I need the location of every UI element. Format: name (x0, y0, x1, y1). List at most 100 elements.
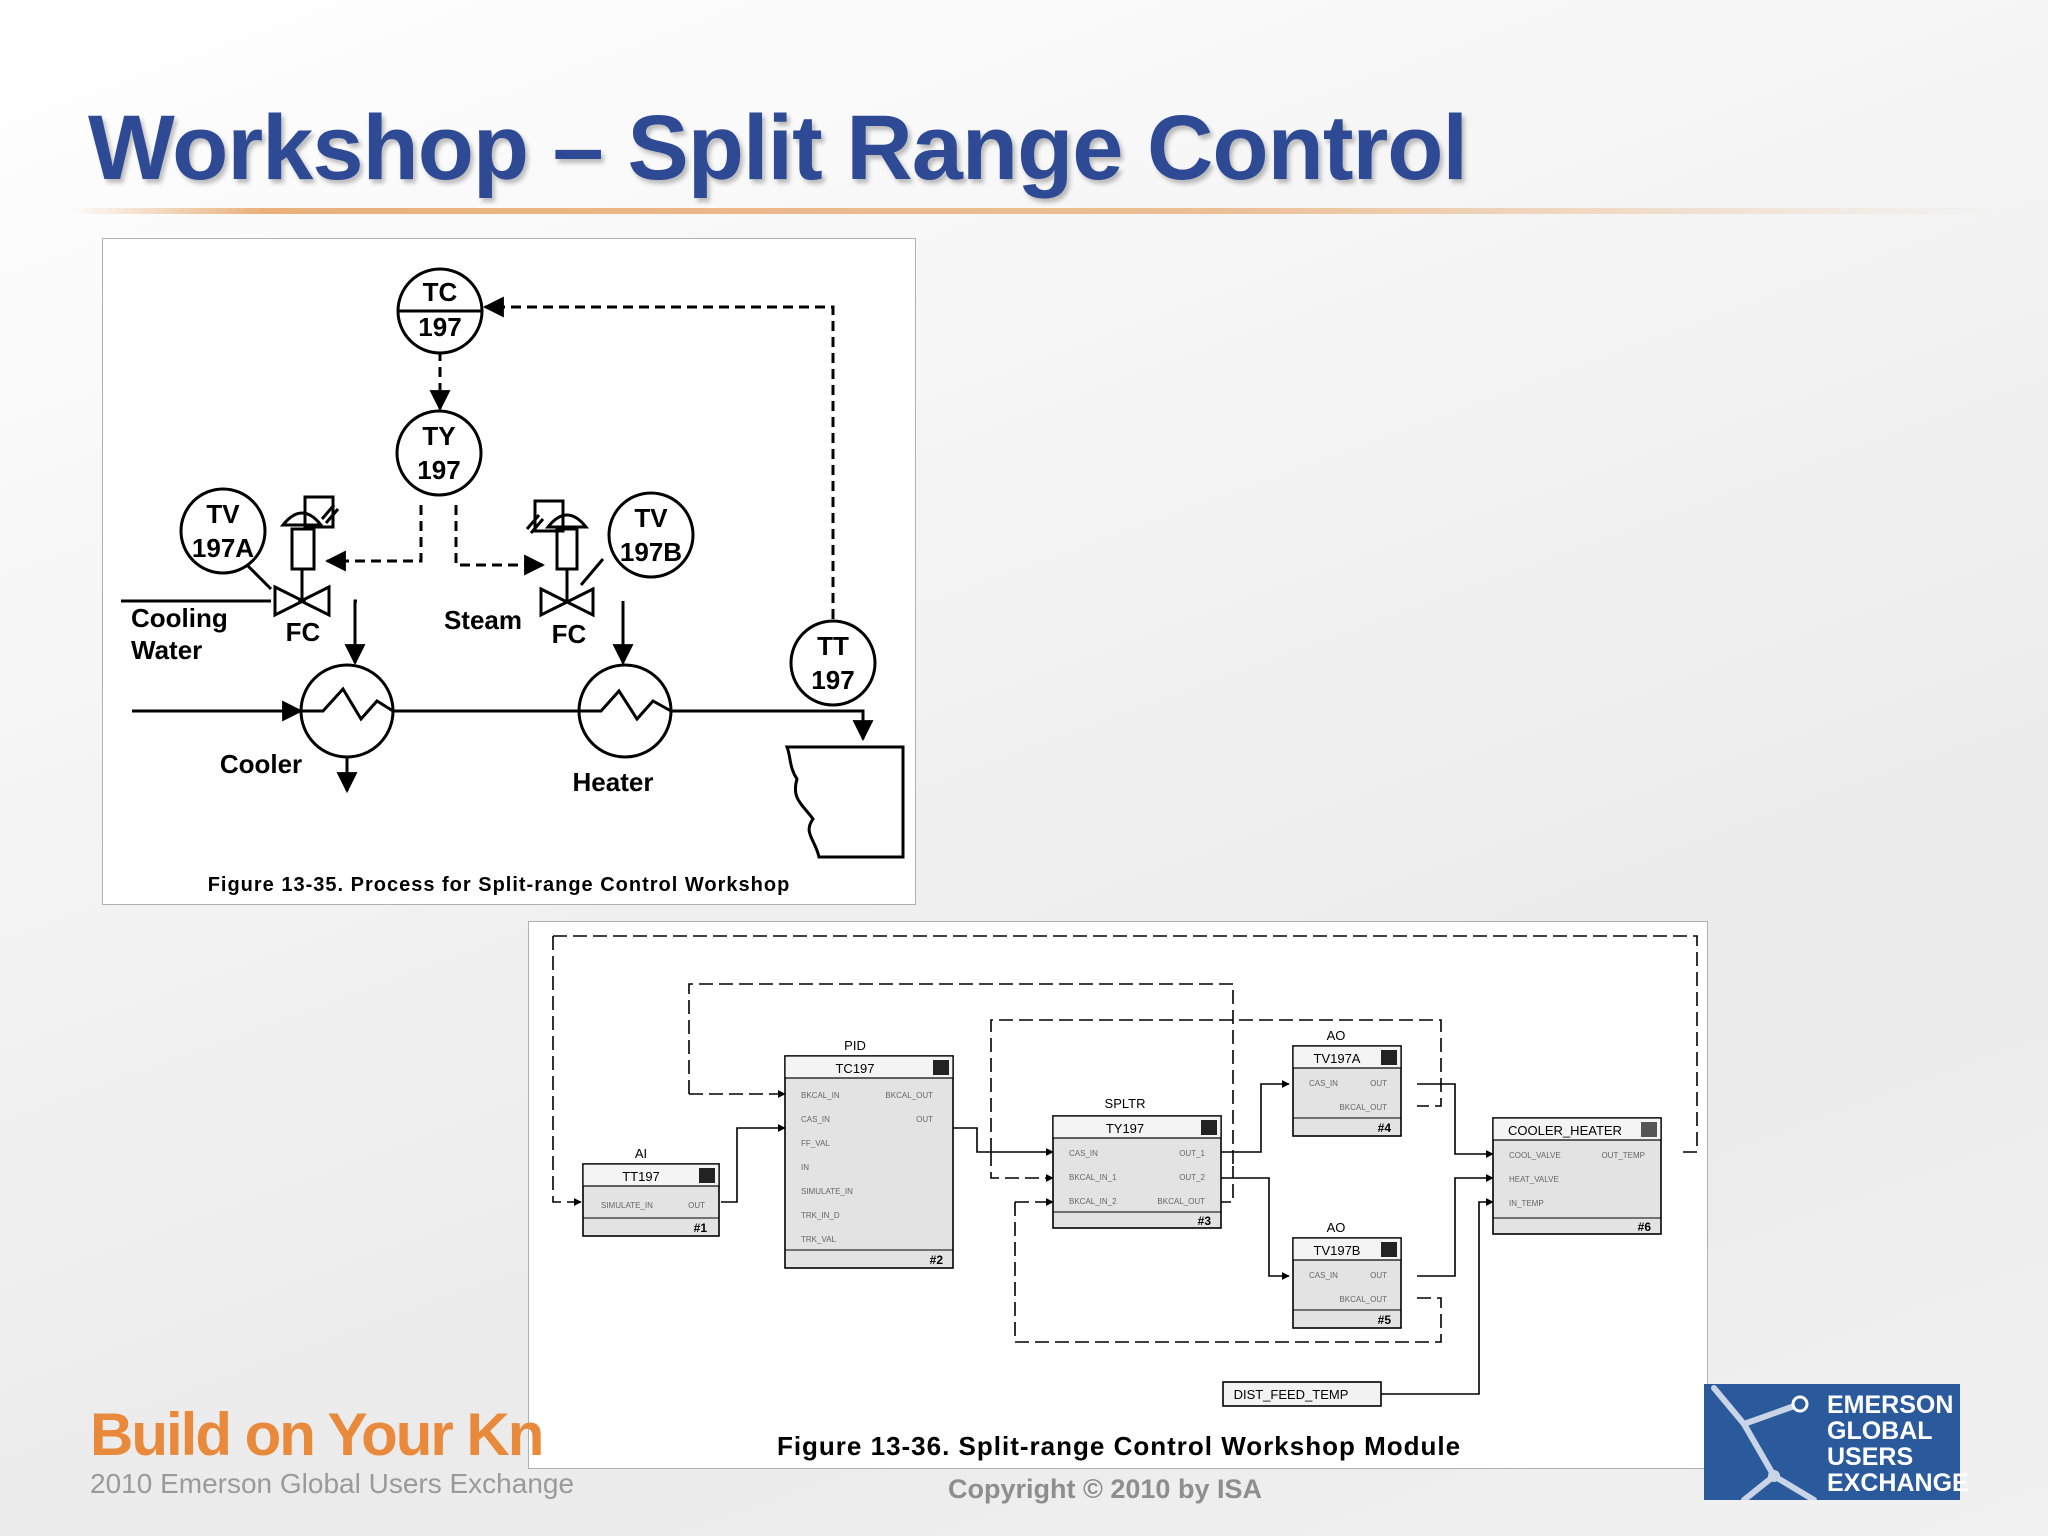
spltr-in-bkcal2: BKCAL_IN_2 (1069, 1197, 1117, 1206)
tt-tag: TT (817, 631, 849, 661)
ao-a-out-bkcal: BKCAL_OUT (1339, 1103, 1387, 1112)
valve-b-body-left (539, 586, 571, 618)
ai-number: #1 (694, 1221, 708, 1235)
ao-a-block[interactable]: AO TV197A CAS_IN OUT BKCAL_OUT #4 (1292, 1028, 1402, 1137)
ch-in-heat: HEAT_VALVE (1509, 1175, 1559, 1184)
ch-out-temp: OUT_TEMP (1601, 1151, 1645, 1160)
ao-a-block-icon (1381, 1050, 1397, 1065)
pid-tag: TC197 (835, 1061, 874, 1076)
tv-b-bubble (607, 491, 695, 579)
process-diagram: TC 197 TY 197 TV 197A TV 197B TT 197 FC … (121, 267, 905, 896)
ch-in-temp: IN_TEMP (1509, 1199, 1544, 1208)
ao-b-in-cas: CAS_IN (1309, 1271, 1338, 1280)
ao-b-out: OUT (1370, 1271, 1387, 1280)
module-figure: AI TT197 SIMULATE_IN OUT #1 PID TC197 BK… (528, 921, 1708, 1469)
tc-number: 197 (418, 312, 461, 342)
ao-b-block[interactable]: AO TV197B CAS_IN OUT BKCAL_OUT #5 (1292, 1220, 1402, 1329)
spltr-out-1: OUT_1 (1179, 1149, 1205, 1158)
ty-tag: TY (422, 421, 455, 451)
logo-text: EMERSON GLOBAL USERS EXCHANGE (1827, 1392, 1969, 1496)
cooler-heater-block-icon (1641, 1122, 1657, 1137)
figure-13-35-caption: Figure 13-35. Process for Split-range Co… (208, 874, 791, 896)
pid-type: PID (844, 1038, 866, 1053)
pid-out-bkcal: BKCAL_OUT (885, 1091, 933, 1100)
spltr-block[interactable]: SPLTR TY197 CAS_IN BKCAL_IN_1 BKCAL_IN_2… (1052, 1096, 1222, 1229)
cooler-heater-block[interactable]: COOLER_HEATER COOL_VALVE HEAT_VALVE IN_T… (1492, 1117, 1662, 1235)
steam-label: Steam (444, 605, 522, 635)
spltr-out-bkcal: BKCAL_OUT (1157, 1197, 1205, 1206)
valve-a-body-right (297, 584, 331, 618)
pid-number: #2 (930, 1253, 944, 1267)
slide-title: Workshop – Split Range Control (88, 97, 1468, 199)
figure-13-36-caption: Figure 13-36. Split-range Control Worksh… (777, 1431, 1461, 1461)
module-diagram: AI TT197 SIMULATE_IN OUT #1 PID TC197 BK… (552, 935, 1698, 1461)
spltr-block-icon (1201, 1120, 1217, 1135)
spltr-out-2: OUT_2 (1179, 1173, 1205, 1182)
logo-line-2: GLOBAL (1827, 1417, 1933, 1445)
ao-a-out: OUT (1370, 1079, 1387, 1088)
ty-number: 197 (417, 455, 460, 485)
pid-block[interactable]: PID TC197 BKCAL_IN CAS_IN FF_VAL IN SIMU… (784, 1038, 954, 1269)
ao-b-block-icon (1381, 1242, 1397, 1257)
ao-b-number: #5 (1378, 1313, 1392, 1327)
ty-to-tva-signal (324, 505, 423, 572)
logo-line-4: EXCHANGE (1827, 1469, 1969, 1497)
ao-b-type: AO (1327, 1220, 1346, 1235)
ty-bubble (395, 409, 483, 497)
tank (784, 745, 905, 859)
title-divider (70, 208, 1990, 214)
logo-molecule-icon (1711, 1385, 1817, 1500)
tv-a-tag: TV (206, 499, 240, 529)
fc-a-label: FC (286, 617, 321, 647)
pid-in-trk-val: TRK_VAL (801, 1235, 837, 1244)
tc-tag: TC (423, 277, 458, 307)
ai-tag: TT197 (622, 1169, 660, 1184)
cooling-label: Cooling (131, 603, 228, 633)
pid-in-ff: FF_VAL (801, 1139, 830, 1148)
cooler-label: Cooler (220, 749, 302, 779)
pid-out-out: OUT (916, 1115, 933, 1124)
dist-feed-temp-input[interactable]: DIST_FEED_TEMP (1222, 1381, 1382, 1407)
ai-block[interactable]: AI TT197 SIMULATE_IN OUT #1 (582, 1146, 720, 1237)
process-outlet-line (671, 709, 874, 742)
emerson-logo: EMERSON GLOBAL USERS EXCHANGE (1704, 1384, 1969, 1500)
ao-a-in-cas: CAS_IN (1309, 1079, 1338, 1088)
tt-bubble (789, 619, 877, 707)
tv-b-tag: TV (634, 503, 668, 533)
pid-block-icon (933, 1060, 949, 1075)
tv-b-number: 197B (620, 537, 682, 567)
pid-in-simulate: SIMULATE_IN (801, 1187, 853, 1196)
logo-line-3: USERS (1827, 1443, 1914, 1471)
ao-b-tag: TV197B (1314, 1243, 1361, 1258)
process-figure: TC 197 TY 197 TV 197A TV 197B TT 197 FC … (102, 238, 916, 905)
pid-in-in: IN (801, 1163, 809, 1172)
tt-number: 197 (811, 665, 854, 695)
spltr-number: #3 (1198, 1214, 1212, 1228)
ao-a-tag: TV197A (1314, 1051, 1361, 1066)
spltr-type: SPLTR (1105, 1096, 1146, 1111)
cooler-heater-number: #6 (1638, 1220, 1652, 1234)
heater-label: Heater (573, 767, 654, 797)
logo-line-1: EMERSON (1827, 1391, 1954, 1419)
ai-block-icon (699, 1168, 715, 1183)
tt-to-tc-signal (482, 296, 835, 619)
tv-a-number: 197A (192, 533, 254, 563)
copyright-notice: Copyright © 2010 by ISA (948, 1474, 1262, 1504)
pid-in-bkcal: BKCAL_IN (801, 1091, 840, 1100)
ao-a-type: AO (1327, 1028, 1346, 1043)
ai-input: SIMULATE_IN (601, 1201, 653, 1210)
valve-a-body-left (273, 584, 307, 618)
spltr-in-cas: CAS_IN (1069, 1149, 1098, 1158)
spltr-in-bkcal1: BKCAL_IN_1 (1069, 1173, 1117, 1182)
water-label: Water (131, 635, 202, 665)
ty-to-tvb-signal (454, 505, 546, 576)
cooler-heater-tag: COOLER_HEATER (1508, 1123, 1622, 1138)
fc-b-label: FC (552, 619, 587, 649)
ao-b-out-bkcal: BKCAL_OUT (1339, 1295, 1387, 1304)
brand-slogan: Build on Your Kn (90, 1401, 544, 1468)
pid-in-cas: CAS_IN (801, 1115, 830, 1124)
spltr-tag: TY197 (1106, 1121, 1144, 1136)
brand-subtitle: 2010 Emerson Global Users Exchange (90, 1468, 575, 1499)
valve-b-body-right (563, 586, 595, 618)
dist-feed-temp-label: DIST_FEED_TEMP (1234, 1387, 1349, 1402)
